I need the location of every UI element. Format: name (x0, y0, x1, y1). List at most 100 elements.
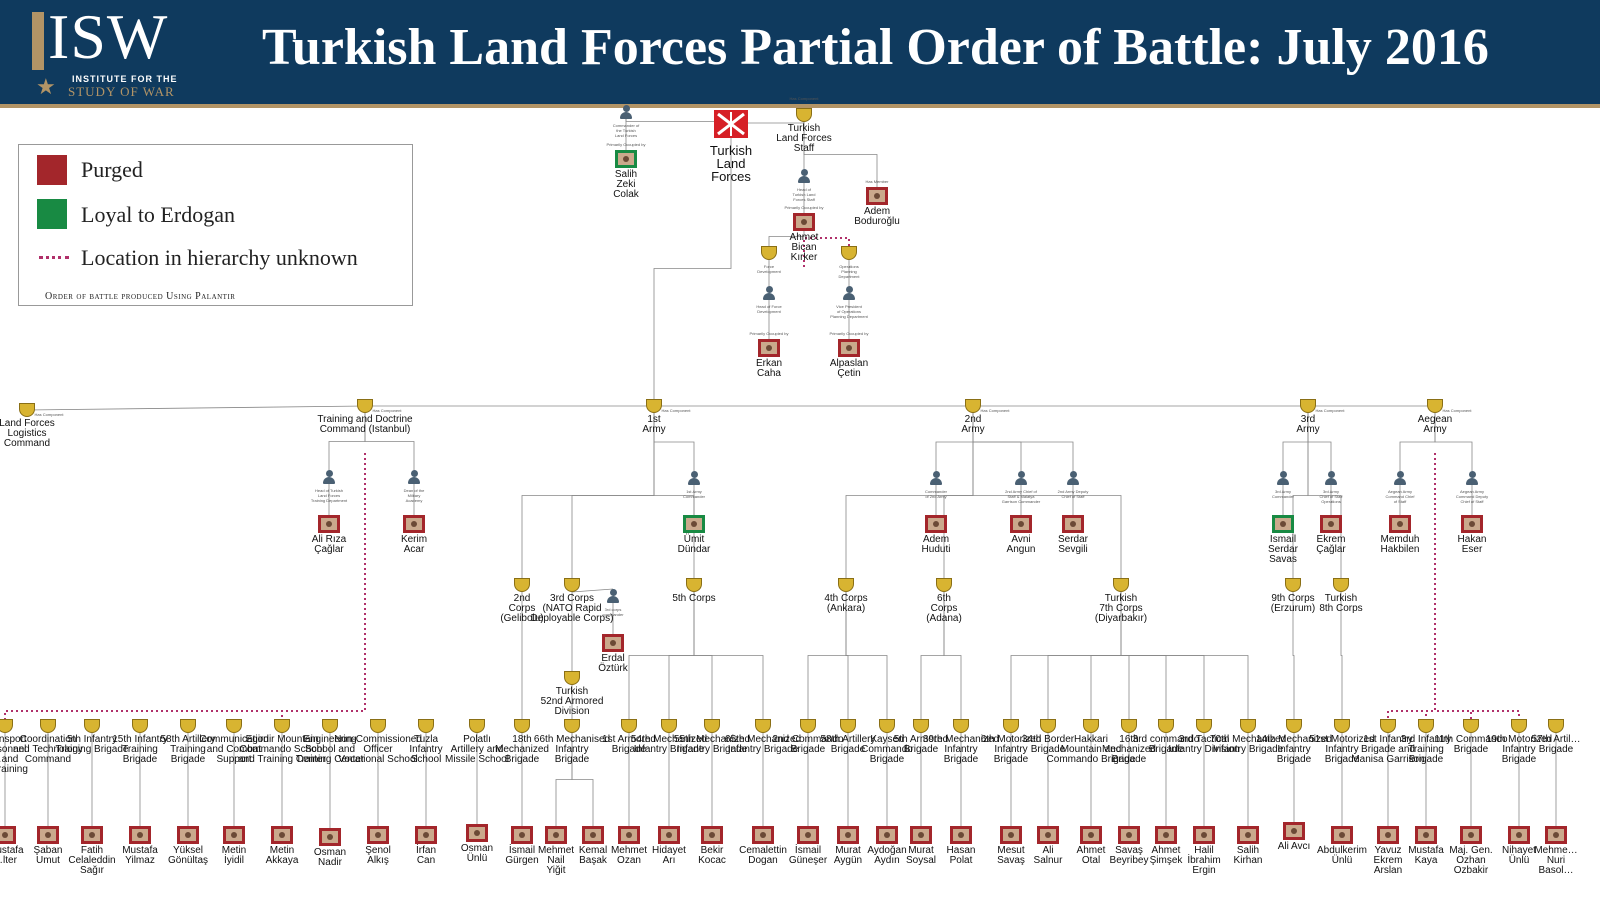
node-label: Turkish Land Forces (709, 143, 753, 184)
unit-emblem-icon (1158, 719, 1174, 733)
position-person-icon (929, 471, 943, 487)
node-label: Land Forces Logistics Command (0, 418, 55, 449)
edge-line (803, 122, 878, 187)
unit-emblem-icon (1285, 578, 1301, 592)
node-label: 1st Armored Brigade (602, 734, 656, 755)
edge-line (1120, 592, 1249, 719)
purged-officer-photo (511, 826, 533, 844)
position-person-icon (1066, 471, 1080, 487)
unit-emblem-icon (953, 719, 969, 733)
relation-label: Primarily Occupied by (784, 205, 824, 210)
node-label: 5th Armored Brigade (893, 734, 949, 755)
unit-emblem-icon (274, 719, 290, 733)
node-label: Coordination and Technology Command (13, 734, 83, 765)
node-label: Polatlı Artillery and Missile School (445, 734, 509, 765)
node-label: 11th Commando Brigade (1434, 734, 1508, 755)
node-label: Ekrem Çağlar (1316, 534, 1346, 555)
position-person-icon (797, 169, 811, 185)
purged-officer-photo (1010, 515, 1032, 533)
node-label: Mehme… Nuri Basol… (1534, 845, 1578, 876)
node-label: Engineering School and Training Center (295, 734, 365, 765)
node-label: Memduh Hakbilen (1380, 534, 1420, 555)
node-label: Salih Zeki Colak (613, 169, 639, 200)
purged-officer-photo (1545, 826, 1567, 844)
node-label: 4th Corps (Ankara) (824, 593, 868, 614)
purged-officer-photo (701, 826, 723, 844)
node-label: 2nd Commando Brigade (772, 734, 844, 755)
purged-officer-photo (910, 826, 932, 844)
edge-line (1307, 413, 1342, 578)
purged-officer-photo (1461, 515, 1483, 533)
node-label: Kemal Başak (578, 845, 608, 866)
purged-officer-photo (1080, 826, 1102, 844)
logo-line2: STUDY OF WAR (68, 84, 175, 99)
edge-line (693, 592, 764, 719)
purged-officer-photo (1377, 826, 1399, 844)
purged-officer-photo (1237, 826, 1259, 844)
unit-emblem-icon (755, 719, 771, 733)
node-label: Şenol Alkış (365, 845, 391, 866)
node-label: Turkish 52nd Armored Division (540, 686, 604, 717)
purged-officer-photo (1118, 826, 1140, 844)
node-label: Osman Ünlü (460, 843, 494, 864)
loyal-officer-photo (1272, 515, 1294, 533)
node-label: Turkish 8th Corps (1319, 593, 1363, 614)
purged-officer-photo (1062, 515, 1084, 533)
purged-officer-photo (1193, 826, 1215, 844)
position-person-icon (842, 286, 856, 302)
unit-emblem-icon (686, 578, 702, 592)
node-label: Aegean Army (1417, 414, 1453, 435)
purged-swatch (37, 155, 67, 185)
node-label: Ali Rıza Çağlar (311, 534, 347, 555)
position-person-icon (407, 470, 421, 486)
purged-officer-photo (1320, 515, 1342, 533)
edge-line (943, 592, 962, 719)
node-label: 2nd Corps (Gelibolu) (500, 593, 544, 624)
node-label: Ahmet Otal (1076, 845, 1106, 866)
purged-officer-photo (658, 826, 680, 844)
unit-emblem-icon (1300, 399, 1316, 413)
purged-officer-photo (271, 826, 293, 844)
node-label: 51st Motorized Infantry Brigade (1309, 734, 1375, 765)
node-label: Turkish 7th Corps (Diyarbakır) (1094, 593, 1148, 624)
node-label: 58th Artillery Training Brigade (160, 734, 216, 765)
edge-line (1340, 592, 1343, 719)
node-label: 15th Infantry Training Brigade (112, 734, 168, 765)
node-label: Head of Turkish Land Forces Training Dep… (310, 488, 348, 503)
purged-officer-photo (0, 826, 16, 844)
node-label: Vice President of Operations Planning De… (830, 304, 868, 319)
position-person-icon (322, 470, 336, 486)
purged-officer-photo (618, 826, 640, 844)
node-label: Hasan Polat (946, 845, 976, 866)
node-label: Mehmet Nail Yiğit (537, 845, 575, 876)
node-label: Kerim Acar (400, 534, 428, 555)
legend-purged: Purged (81, 157, 143, 182)
unit-emblem-icon (84, 719, 100, 733)
header-banner: ISW ★ INSTITUTE FOR THE STUDY OF WAR Tur… (0, 0, 1600, 104)
node-label: 3rd Tactical Infantry Division (1168, 734, 1240, 755)
node-label: 9th Corps (Erzurum) (1270, 593, 1316, 614)
unknown-link-line (1425, 453, 1436, 719)
position-person-icon (762, 286, 776, 302)
node-label: Non-Commissioned Officer Vocational Scho… (334, 734, 422, 765)
legend-loyal: Loyal to Erdogan (81, 202, 235, 227)
purged-officer-photo (1508, 826, 1530, 844)
node-label: Adem Boduroğlu (854, 206, 900, 227)
purged-officer-photo (367, 826, 389, 844)
unknown-link-line (1434, 453, 1520, 719)
purged-officer-photo (318, 515, 340, 533)
node-label: Commander of the Turkish Land Forces (612, 123, 640, 138)
unknown-dotted-line (39, 256, 69, 259)
unit-emblem-icon (1511, 719, 1527, 733)
purged-officer-photo (1000, 826, 1022, 844)
unit-emblem-icon (1418, 719, 1434, 733)
node-label: 57th Artil… Brigade (1531, 734, 1581, 755)
node-label: 3rd corps commander (602, 607, 624, 617)
node-label: 19th Motorized Infantry Brigade (1485, 734, 1553, 765)
node-label: Nihayet Ünlü (1502, 845, 1536, 866)
loyal-officer-photo (615, 150, 637, 168)
node-label: Mehmet Ozan (610, 845, 648, 866)
position-person-icon (606, 589, 620, 605)
